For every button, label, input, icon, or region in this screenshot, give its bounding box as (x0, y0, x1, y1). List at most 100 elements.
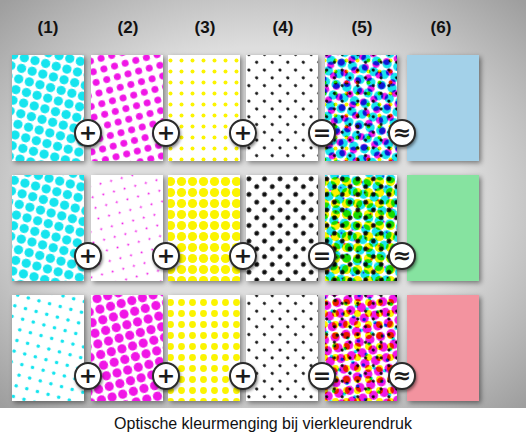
paper-white (168, 175, 240, 281)
overprint-dots (325, 55, 397, 161)
operator-symbol: + (79, 365, 97, 387)
paper-white (91, 175, 163, 281)
paper-white (91, 55, 163, 161)
halftone-panel (407, 55, 479, 161)
paper-white (246, 175, 318, 281)
operator-symbol: + (157, 245, 175, 267)
ink-dots (91, 55, 163, 161)
operator-circle: ≈ (388, 242, 416, 270)
halftone-panel (246, 55, 318, 161)
overprint-dots (325, 295, 397, 401)
operator-circle: + (74, 362, 102, 390)
ink-dots (12, 295, 84, 401)
halftone-panel (325, 175, 397, 281)
overprint-dots (325, 175, 397, 281)
overprint-dots (325, 175, 397, 281)
paper-white (168, 295, 240, 401)
ink-dots (91, 295, 163, 401)
column-number: (2) (108, 18, 148, 38)
halftone-panel (407, 295, 479, 401)
overprint-dots (325, 55, 397, 161)
operator-symbol: + (157, 365, 175, 387)
ink-dots (168, 55, 240, 161)
perceived-color-panel (407, 175, 479, 281)
operator-circle: ≈ (388, 362, 416, 390)
paper-white (325, 175, 397, 281)
operator-circle: = (308, 362, 336, 390)
ink-dots (12, 55, 84, 161)
operator-circle: + (229, 242, 257, 270)
ink-dots (91, 175, 163, 281)
halftone-panel (325, 55, 397, 161)
paper-white (12, 175, 84, 281)
operator-circle: + (152, 362, 180, 390)
paper-white (12, 55, 84, 161)
operator-symbol: + (234, 365, 252, 387)
halftone-panel (407, 175, 479, 281)
column-number: (5) (342, 18, 382, 38)
column-number: (1) (28, 18, 68, 38)
operator-circle: + (74, 119, 102, 147)
overprint-dots (325, 295, 397, 401)
operator-circle: + (229, 362, 257, 390)
paper-white (168, 55, 240, 161)
halftone-panel (168, 55, 240, 161)
paper-white (246, 55, 318, 161)
halftone-panel (91, 55, 163, 161)
operator-circle: = (308, 119, 336, 147)
operator-circle: + (74, 242, 102, 270)
overprint-dots (325, 55, 397, 161)
ink-dots (168, 175, 240, 281)
operator-circle: + (152, 242, 180, 270)
halftone-panel (246, 175, 318, 281)
operator-symbol: ≈ (393, 245, 411, 267)
figure-caption: Optische kleurmenging bij vierkleurendru… (0, 414, 526, 434)
perceived-color-panel (407, 55, 479, 161)
paper-white (325, 295, 397, 401)
halftone-panel (168, 175, 240, 281)
ink-dots (168, 295, 240, 401)
column-number: (3) (185, 18, 225, 38)
column-number: (4) (263, 18, 303, 38)
operator-symbol: + (157, 122, 175, 144)
operator-symbol: ≈ (393, 122, 411, 144)
halftone-panel (246, 295, 318, 401)
paper-white (246, 295, 318, 401)
overprint-dots (325, 175, 397, 281)
operator-symbol: ≈ (393, 365, 411, 387)
operator-symbol: = (313, 122, 331, 144)
ink-dots (246, 295, 318, 401)
overprint-dots (325, 55, 397, 161)
ink-dots (12, 175, 84, 281)
operator-circle: = (308, 242, 336, 270)
paper-white (325, 175, 397, 281)
operator-symbol: = (313, 245, 331, 267)
overprint-dots (325, 175, 397, 281)
ink-dots (246, 175, 318, 281)
paper-white (12, 295, 84, 401)
ink-dots (246, 55, 318, 161)
halftone-panel (12, 175, 84, 281)
operator-symbol: = (313, 365, 331, 387)
overprint-dots (325, 295, 397, 401)
halftone-panel (91, 295, 163, 401)
paper-white (91, 295, 163, 401)
grey-backdrop (0, 0, 526, 408)
operator-symbol: + (234, 122, 252, 144)
paper-white (325, 55, 397, 161)
halftone-panel (12, 295, 84, 401)
paper-white (325, 55, 397, 161)
halftone-panel (12, 55, 84, 161)
operator-symbol: + (234, 245, 252, 267)
paper-white (325, 295, 397, 401)
halftone-panel (325, 295, 397, 401)
halftone-panel (168, 295, 240, 401)
operator-symbol: + (79, 122, 97, 144)
overprint-dots (325, 295, 397, 401)
perceived-color-panel (407, 295, 479, 401)
operator-circle: ≈ (388, 119, 416, 147)
column-number: (6) (421, 18, 461, 38)
halftone-panel (91, 175, 163, 281)
operator-circle: + (229, 119, 257, 147)
